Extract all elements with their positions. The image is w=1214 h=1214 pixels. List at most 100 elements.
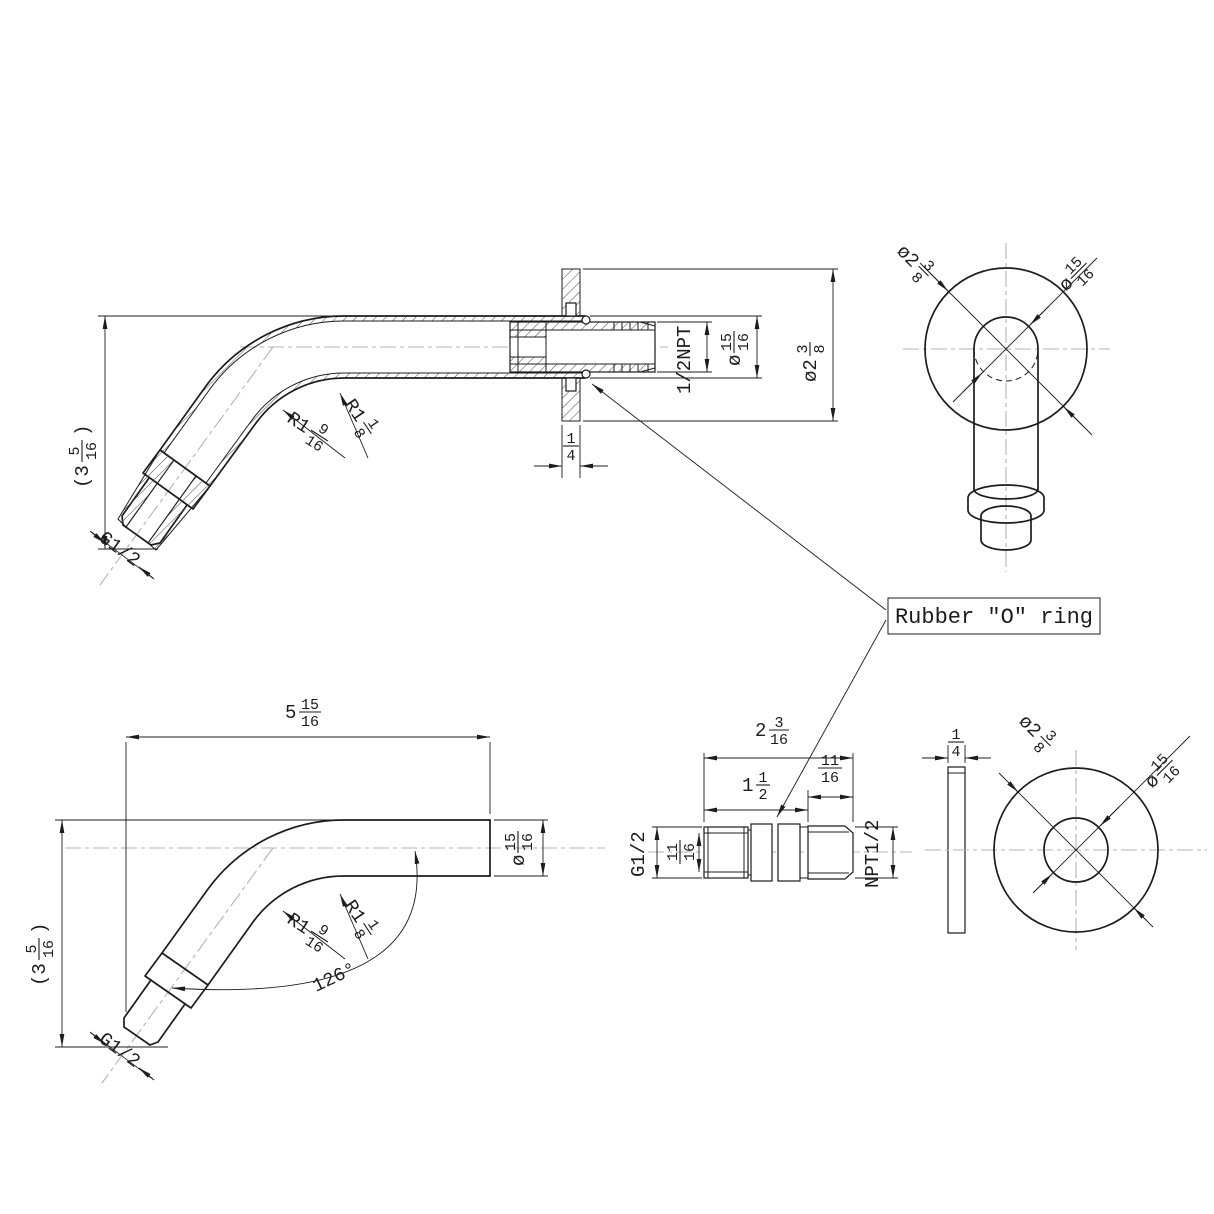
dim-pre: 1	[742, 775, 753, 797]
view-washer-front: ø2 3 8 ø 15 16	[925, 711, 1207, 950]
dim-nipple-minor-od-label: 11 16	[665, 840, 699, 864]
tube-inner-edge	[209, 377, 586, 487]
dim-den: 8	[907, 269, 925, 287]
dimension-line	[1011, 785, 1147, 921]
dim-pre: 2	[755, 720, 766, 742]
extension-lines	[583, 268, 838, 422]
dim-num: 5	[24, 944, 41, 953]
dim-nipple-g-length-label: 1 1 2	[742, 770, 770, 804]
arrow-2	[962, 372, 983, 393]
dim-flange-thickness: 1 4	[534, 425, 608, 478]
dim-num: 15	[503, 833, 520, 851]
end-thread-outline	[123, 979, 186, 1046]
dim-arm-length-label: 5 15 16	[285, 697, 321, 731]
dim-g-thread-elev: G1/2	[89, 1028, 155, 1081]
coupler-wall-hatch-bottom	[509, 363, 649, 373]
outer-circle	[993, 767, 1159, 933]
dim-pre: ø	[508, 855, 530, 866]
coupler-wall-hatch-top	[509, 321, 649, 331]
tube-outer-edge	[159, 315, 586, 451]
arrow-1	[90, 531, 106, 544]
dim-height-ref-side: (3 5 16 )	[67, 315, 336, 550]
view-washer-side: 1 4	[922, 727, 991, 934]
dim-radius-inner-elev: R1 1 8	[339, 893, 382, 960]
dim-den: 8	[349, 926, 368, 943]
coupler-hex-hatch-top	[509, 329, 547, 338]
dim-height-ref-elev: (3 5 16 )	[24, 819, 338, 1048]
dim-g-thread-label: G1/2	[628, 831, 650, 877]
dim-height-ref-label: (3 5 16 )	[24, 923, 58, 986]
dim-radius-centerline-side: R1 9 16	[282, 408, 346, 459]
dim-num: 3	[795, 344, 812, 353]
dim-pre: (3	[72, 465, 94, 488]
centerline-diagonal	[99, 346, 274, 586]
extension-lines	[561, 425, 581, 478]
dim-den: 8	[349, 425, 368, 442]
end-step-line	[161, 952, 209, 986]
extension-lines	[125, 742, 491, 1012]
g-thread-details	[704, 827, 748, 878]
dim-flange-od-side: ø2 3 8	[583, 268, 838, 422]
dim-pre: ø	[724, 355, 746, 366]
dim-num: 5	[67, 446, 84, 455]
dim-post: )	[29, 923, 51, 934]
dim-den: 8	[812, 344, 829, 353]
extension-lines	[55, 819, 338, 1048]
dim-pre: ø2	[800, 359, 822, 382]
thread-tip	[980, 505, 1032, 551]
dim-nipple-npt-thread: NPT1/2	[855, 820, 898, 888]
dim-post: )	[72, 425, 94, 436]
dim-den: 16	[301, 714, 319, 731]
leader-line	[282, 409, 346, 459]
arrow-1	[1029, 305, 1050, 326]
callout-box	[887, 597, 1101, 635]
dim-den: 16	[770, 732, 788, 749]
dim-num: 1	[566, 431, 575, 448]
dim-den: 16	[41, 940, 58, 958]
dim-pre: R1	[339, 395, 370, 426]
dim-radius-centerline-label: R1 9 16	[283, 909, 332, 958]
extension-lines	[657, 321, 712, 373]
dim-nipple-npt-length-label: 11 16	[818, 753, 842, 787]
dim-tube-od-washer: ø 15 16	[1032, 735, 1191, 894]
dim-pre: ø2	[892, 241, 924, 273]
tube-lower-wall-section	[205, 372, 586, 487]
arrow-2	[1063, 406, 1084, 427]
view-front: ø2 3 8 ø 15 16	[892, 241, 1110, 572]
dim-nipple-minor-od: 11 16	[665, 833, 702, 872]
view-nipple-fitting: 2 3 16 1 1 2 11 16	[628, 715, 912, 888]
flange-lower-lip	[565, 377, 577, 392]
dim-flange-od-label: ø2 3 8	[1014, 711, 1060, 758]
tube-head-hidden-arc	[973, 348, 1039, 382]
dim-radius-centerline-elev: R1 9 16	[282, 909, 346, 960]
angle-arc	[171, 850, 420, 992]
dim-tube-od-label: ø 15 16	[719, 331, 753, 366]
npt-thread-details	[808, 831, 849, 874]
body-band-1	[750, 823, 773, 882]
dim-num: 15	[301, 697, 319, 714]
dim-pre: ø2	[1014, 711, 1046, 743]
dim-washer-thickness: 1 4	[922, 727, 991, 763]
dim-pre: R1	[339, 896, 370, 927]
extension-lines	[98, 315, 336, 550]
o-ring-groove	[771, 824, 779, 881]
leader-to-nipple	[776, 619, 887, 818]
dim-tube-od-label: ø 15 16	[1141, 751, 1185, 793]
dim-pre: 5	[285, 702, 296, 724]
arrow-1	[928, 271, 949, 292]
dim-tube-od-side: ø 15 16	[590, 315, 762, 379]
dim-den: 16	[84, 442, 101, 460]
dim-flange-od-label: ø2 3 8	[795, 342, 829, 382]
flange-circle	[924, 267, 1088, 431]
dim-den: 4	[951, 744, 960, 761]
callout-label: Rubber "O" ring	[895, 605, 1093, 630]
dim-npt-thread: 1/2NPT	[657, 321, 712, 394]
dim-arm-length: 5 15 16	[125, 697, 491, 1012]
view-side-elevation: 5 15 16 (3 5 16 ) ø 15	[24, 697, 605, 1084]
dim-num: 1	[951, 727, 960, 744]
dim-num: 11	[665, 843, 682, 861]
dim-nipple-g-length: 1 1 2	[704, 770, 809, 822]
g-thread-section	[703, 826, 749, 879]
dim-num: 15	[719, 333, 736, 351]
coupler-hex-hatch-bottom	[509, 356, 547, 365]
